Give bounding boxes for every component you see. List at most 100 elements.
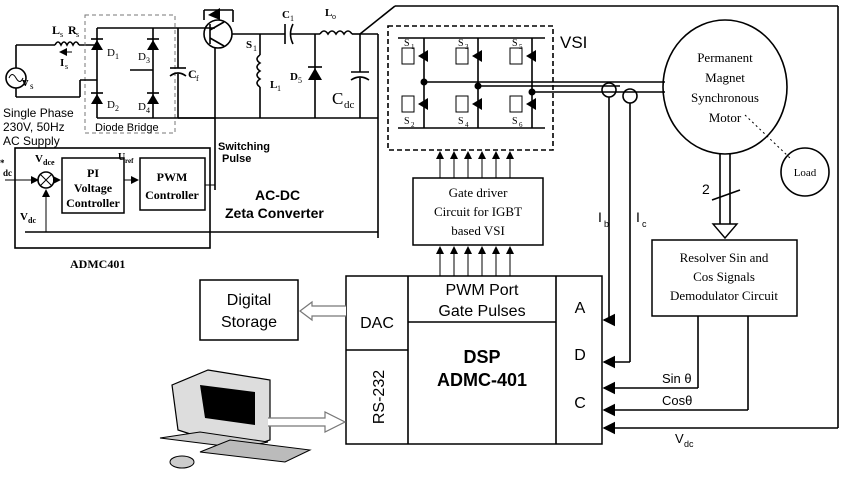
capacitor-cf (169, 28, 187, 118)
vs-sub: s (30, 81, 34, 91)
vsi-s4-sub: 4 (465, 121, 469, 129)
vsi-s2-sub: 2 (411, 121, 415, 129)
dsp-pwm-port: PWM Port (446, 282, 519, 299)
vdc-signal-label: V (675, 431, 684, 446)
motor-line-4: Motor (709, 110, 742, 125)
lo-label: L (325, 7, 332, 19)
source-desc-2: 230V, 50Hz (3, 120, 65, 134)
dsp-gate-pulses: Gate Pulses (438, 303, 525, 320)
motor-line-1: Permanent (697, 50, 753, 65)
resolver-line-2: Cos Signals (693, 269, 755, 284)
is-label: I (60, 57, 64, 69)
ls-label: L (52, 23, 60, 37)
pi-controller-box (61, 157, 125, 214)
d4-sub: 4 (146, 106, 150, 115)
motor (662, 19, 830, 197)
gate-arrows-up (436, 151, 514, 178)
feedback-lines (602, 6, 839, 435)
resolver-bus (711, 154, 741, 240)
d1-sub: 1 (115, 52, 119, 61)
pi-line-3: Controller (66, 196, 120, 210)
admc401-label: ADMC401 (70, 257, 125, 271)
lo-sub: o (332, 12, 336, 21)
storage-line-2: Storage (221, 314, 277, 331)
switching-label-2: Pulse (222, 153, 251, 165)
vdc-fb-label: V (20, 211, 28, 223)
dsp-title: DSP (463, 347, 500, 367)
input-inductor (54, 41, 97, 56)
vsi-s3-sub: 3 (465, 43, 469, 51)
dac-label: DAC (360, 315, 394, 332)
ls-sub: s (60, 30, 63, 39)
d5-sub: 5 (298, 76, 302, 85)
motor-line-2: Magnet (705, 70, 745, 85)
cf-label: C (188, 67, 197, 81)
source-desc-1: Single Phase (3, 106, 74, 120)
rs-sub: s (76, 30, 79, 39)
capacitor-cdc (350, 5, 838, 238)
pwm-line-2: Controller (145, 188, 199, 202)
pwm-arrows-up (436, 246, 514, 276)
ic-sub: c (642, 219, 647, 229)
vdc-signal-sub: dc (684, 439, 694, 449)
uref-sub: ref (125, 157, 134, 165)
vsi-s6-sub: 6 (519, 121, 523, 129)
is-sub: s (65, 62, 68, 71)
digital-storage-box (199, 279, 299, 341)
vdc-ref-sub: dc (3, 168, 12, 178)
vdc-ref-star: * (0, 158, 5, 168)
d3-label: D (138, 51, 146, 63)
cos-label: Cosθ (662, 393, 692, 408)
gate-line-3: based VSI (451, 223, 505, 238)
vsi-label: VSI (560, 33, 587, 52)
storage-line-1: Digital (227, 292, 271, 309)
ib-label: I (598, 209, 602, 225)
zeta-title-2: Zeta Converter (225, 205, 324, 221)
s1-label: S (246, 39, 252, 51)
sin-label: Sin θ (662, 371, 692, 386)
dsp-subtitle: ADMC-401 (437, 370, 527, 390)
cf-sub: f (196, 74, 199, 83)
d4-label: D (138, 101, 146, 113)
cdc-sub: dc (344, 99, 355, 111)
resolver-box (651, 239, 798, 317)
bus-width: 2 (702, 181, 710, 197)
d1-label: D (107, 47, 115, 59)
inductor-lo (319, 30, 360, 36)
vsi-s2: S (404, 116, 410, 127)
vdce-sub: dce (43, 158, 55, 167)
d3-sub: 3 (146, 56, 150, 65)
d2-sub: 2 (115, 104, 119, 113)
adc-d: D (574, 347, 586, 364)
switch-s1 (203, 8, 285, 190)
vsi-bridge (387, 25, 665, 151)
adc-a: A (575, 300, 586, 317)
source-desc-3: AC Supply (3, 134, 60, 148)
vsi-s3: S (458, 38, 464, 49)
bridge-label: Diode Bridge (95, 122, 159, 134)
d2-label: D (107, 99, 115, 111)
zeta-title-1: AC-DC (255, 187, 300, 203)
rs232-label: RS-232 (371, 370, 388, 424)
resolver-line-3: Demodulator Circuit (670, 288, 778, 303)
rs-label: R (68, 23, 77, 37)
c1-sub: 1 (290, 14, 294, 23)
computer-icon (159, 369, 347, 469)
l1-sub: 1 (277, 84, 281, 93)
vsi-s1: S (404, 38, 410, 49)
load-label: Load (794, 167, 817, 179)
vsi-s6: S (512, 116, 518, 127)
vsi-s5-sub: 5 (519, 43, 523, 51)
ic-label: I (636, 209, 640, 225)
diode-d5 (178, 34, 360, 119)
vsi-s1-sub: 1 (411, 43, 415, 51)
gate-driver-box (412, 177, 544, 246)
gate-line-2: Circuit for IGBT (434, 204, 522, 219)
vdc-fb-sub: dc (28, 216, 36, 225)
pwm-controller-box (139, 157, 206, 211)
dac-to-storage-arrow (299, 300, 346, 322)
uref-label: U (118, 152, 125, 163)
inductor-l1 (256, 34, 262, 118)
